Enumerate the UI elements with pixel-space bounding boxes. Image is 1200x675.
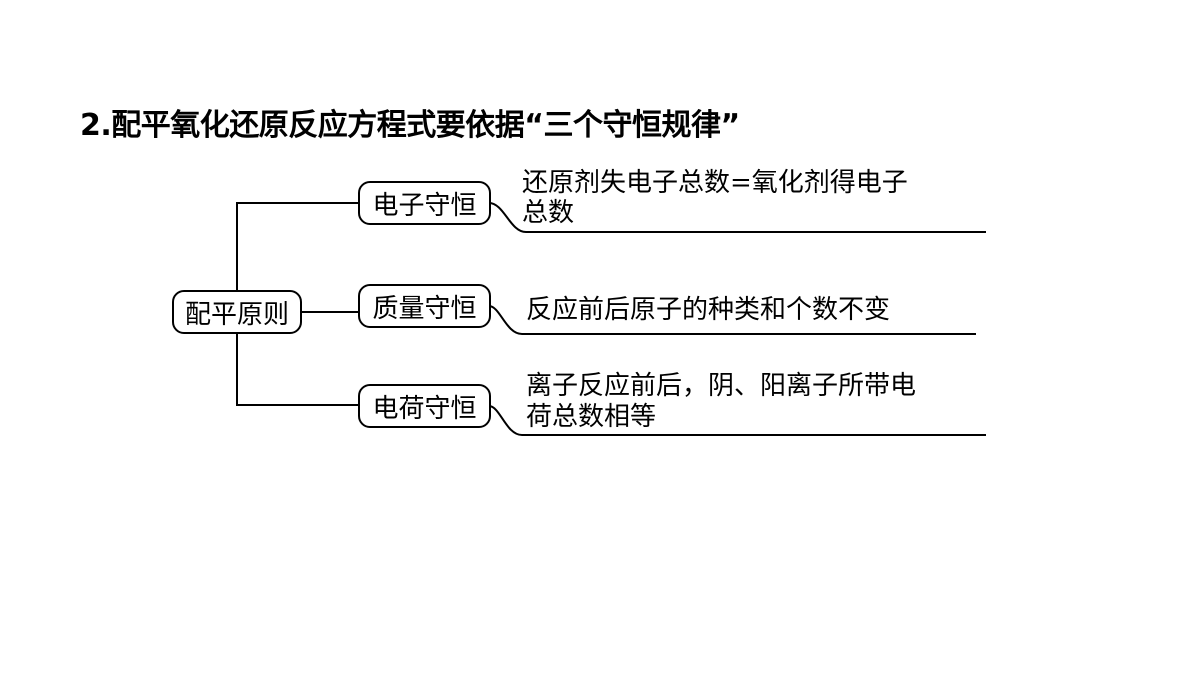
branch-3-underline [488, 405, 986, 436]
branch-2-desc-line-1: 反应前后原子的种类和个数不变 [526, 295, 891, 325]
branch-1-desc-line-2: 总数 [522, 198, 575, 228]
branch-3-desc-line-1: 离子反应前后，阴、阳离子所带电 [526, 371, 917, 401]
branch-1-underline [488, 202, 986, 233]
branch-3-desc-line-2: 荷总数相等 [526, 402, 657, 432]
branch-node-electron: 电子守恒 [358, 181, 491, 225]
branch-2-underline [488, 305, 976, 335]
branch-1-desc-line-1: 还原剂失电子总数=氧化剂得电子 [522, 168, 908, 198]
branch-node-mass: 质量守恒 [358, 284, 491, 328]
trunk-line [236, 202, 360, 406]
section-heading: 2.配平氧化还原反应方程式要依据“三个守恒规律” [80, 108, 740, 143]
root-node: 配平原则 [172, 290, 302, 334]
branch-node-charge: 电荷守恒 [358, 384, 491, 428]
